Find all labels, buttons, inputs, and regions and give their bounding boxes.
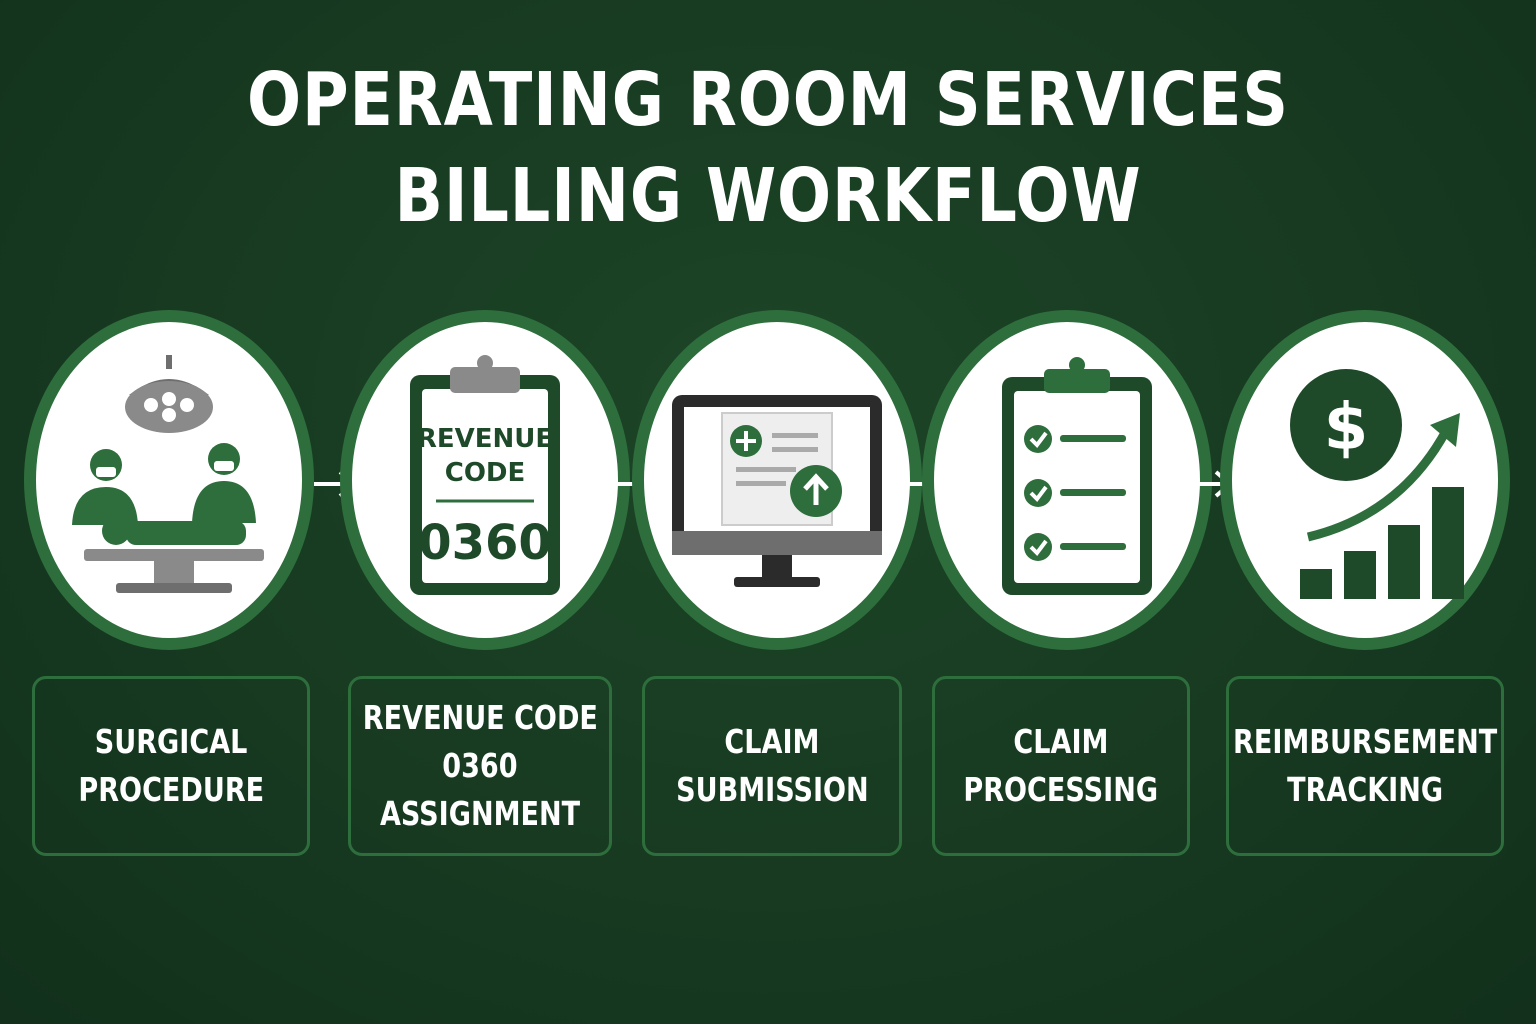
title-line-2: BILLING WORKFLOW	[394, 153, 1142, 239]
step-1-circle	[24, 310, 314, 650]
step-3-label: CLAIM SUBMISSION	[642, 676, 902, 856]
card-line-2: CODE	[445, 458, 526, 488]
step-2-circle: REVENUE CODE 0360	[340, 310, 630, 650]
step-1-label-line-2: PROCEDURE	[78, 770, 264, 809]
dollar-growth-chart-icon: $	[1290, 369, 1464, 599]
step-5-label-line-2: TRACKING	[1286, 770, 1443, 809]
step-3-circle	[632, 310, 922, 650]
checklist-clipboard-icon	[1002, 357, 1152, 595]
step-5-circle: $	[1220, 310, 1510, 650]
step-4-label-line-2: PROCESSING	[963, 770, 1159, 809]
page-title: OPERATING ROOM SERVICES BILLING WORKFLOW	[108, 52, 1429, 244]
step-3-label-line-1: CLAIM	[724, 722, 820, 761]
step-4-label: CLAIM PROCESSING	[932, 676, 1190, 856]
step-5-label-line-1: REIMBURSEMENT	[1232, 722, 1498, 761]
step-4-circle	[922, 310, 1212, 650]
step-1-label: SURGICAL PROCEDURE	[32, 676, 310, 856]
card-code: 0360	[418, 515, 552, 571]
revenue-code-clipboard-icon: REVENUE CODE 0360	[410, 355, 560, 595]
step-3-label-line-2: SUBMISSION	[675, 770, 869, 809]
step-2-label: REVENUE CODE 0360 ASSIGNMENT	[348, 676, 612, 856]
step-2-label-line-1: REVENUE CODE	[362, 698, 598, 737]
step-2-label-line-2: 0360	[442, 746, 518, 785]
surgeons-operating-icon	[72, 355, 264, 593]
monitor-upload-icon	[672, 395, 882, 587]
card-line-1: REVENUE	[417, 424, 553, 454]
step-5-label: REIMBURSEMENT TRACKING	[1226, 676, 1504, 856]
svg-text:$: $	[1324, 391, 1369, 465]
title-line-1: OPERATING ROOM SERVICES	[247, 57, 1289, 143]
step-1-label-line-1: SURGICAL	[94, 722, 248, 761]
step-2-label-line-3: ASSIGNMENT	[379, 794, 581, 833]
step-4-label-line-1: CLAIM	[1013, 722, 1109, 761]
